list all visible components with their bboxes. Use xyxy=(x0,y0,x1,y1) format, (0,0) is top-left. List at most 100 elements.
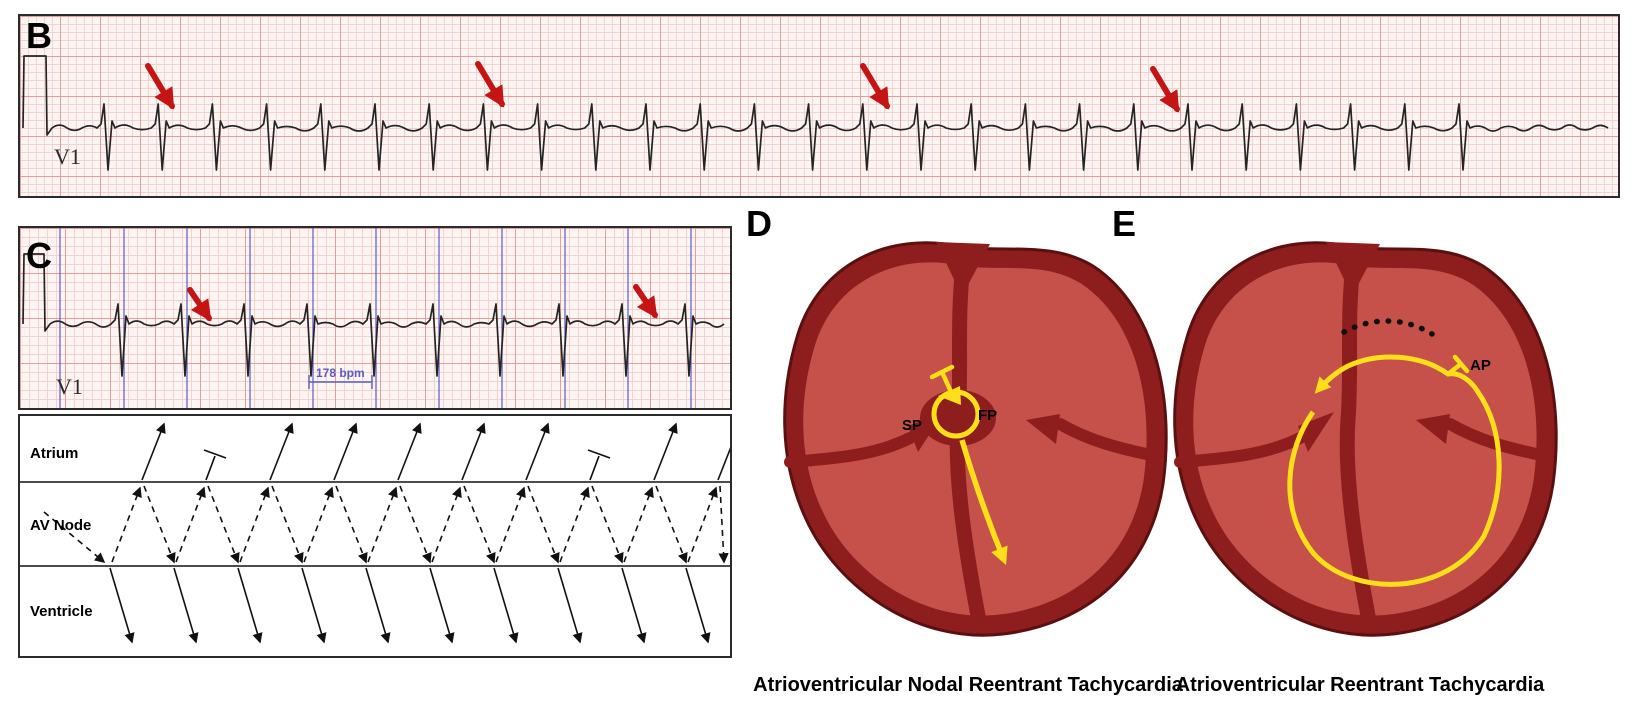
sp-label: SP xyxy=(902,417,922,434)
slow-pathway-dashed-arrow xyxy=(655,485,688,564)
slow-pathway-dashed-arrow xyxy=(43,511,106,564)
atrium-arrow xyxy=(653,422,678,481)
right-valve-wedge xyxy=(1416,414,1450,444)
ventricle-arrow xyxy=(429,567,455,644)
heart-diagram-avnrt: SP FP xyxy=(783,241,1168,637)
reentry-loop xyxy=(1287,354,1502,587)
heart-chambers xyxy=(1193,262,1537,616)
atrium-arrow xyxy=(525,422,550,481)
top-septal-notch xyxy=(936,242,990,296)
slow-pathway-dashed-arrow xyxy=(591,485,624,564)
caliper-lines xyxy=(59,228,692,408)
p-wave-arrow xyxy=(633,284,658,319)
panel-c-ecg-strip: 178 bpm V1 xyxy=(18,226,732,410)
row-label-ventricle: Ventricle xyxy=(30,603,93,620)
ecg-trace-path xyxy=(22,55,1609,171)
ventricle-arrow xyxy=(621,567,647,644)
row-label-atrium: Atrium xyxy=(30,445,78,462)
blocked-beat-bar xyxy=(203,449,227,459)
ecg-strip-c: 178 bpm V1 xyxy=(22,228,725,408)
accessory-pathway-block-bar xyxy=(1452,354,1470,374)
atrium-arrow xyxy=(333,422,358,481)
ecg-trace-c xyxy=(22,253,725,377)
panel-b-ecg-strip: V1 xyxy=(18,14,1620,198)
caption-avnrt: Atrioventricular Nodal Reentrant Tachyca… xyxy=(753,674,1183,696)
panel-letter-d: D xyxy=(746,203,772,244)
heart-diagram-avrt: AP xyxy=(1173,241,1558,637)
ventricle-arrow xyxy=(685,567,711,644)
atrium-arrow xyxy=(397,422,422,481)
left-av-wall xyxy=(1174,432,1306,468)
slow-pathway-dashed-arrow xyxy=(335,485,368,564)
blocked-beat-stem xyxy=(205,455,216,481)
left-av-wall xyxy=(784,432,916,468)
panel-letter-e: E xyxy=(1112,203,1137,244)
ecg-strip-b: V1 xyxy=(22,55,1609,171)
slow-pathway-dashed-arrow xyxy=(463,485,496,564)
bpm-label: 178 bpm xyxy=(316,366,365,380)
right-av-wall xyxy=(1444,418,1552,462)
p-wave-arrow xyxy=(145,63,175,110)
fast-pathway-dashed-arrow xyxy=(687,486,718,563)
ventricle-arrow xyxy=(173,567,199,644)
fast-pathway-block-bar xyxy=(929,364,955,380)
ventricle-arrow xyxy=(365,567,391,644)
slow-pathway-dashed-arrow xyxy=(143,485,176,564)
row-label-av-node: AV Node xyxy=(30,517,91,534)
left-valve-wedge xyxy=(1298,412,1334,452)
fast-pathway-dashed-arrow xyxy=(431,486,462,563)
fast-pathway-dashed-arrow xyxy=(239,486,270,563)
ladder-diagram: Atrium AV Node Ventricle xyxy=(18,414,732,658)
atrium-arrow xyxy=(461,422,486,481)
reentry-circle-arrowhead xyxy=(938,386,961,405)
conduction-arrows xyxy=(20,422,730,644)
fast-pathway-dashed-arrow xyxy=(175,486,206,563)
ecg-trace-path xyxy=(22,253,725,377)
fast-pathway-dashed-arrow xyxy=(495,486,526,563)
lead-label-b: V1 xyxy=(54,144,81,169)
avrt-reentry-circuit: AP xyxy=(1287,318,1502,587)
ventricle-arrow xyxy=(493,567,519,644)
p-wave-arrows-b xyxy=(145,61,1180,113)
fast-pathway-block-stem xyxy=(939,369,955,397)
p-wave-arrow xyxy=(860,63,890,110)
avnrt-reentry-circuit: SP FP xyxy=(902,364,1008,566)
ventricle-arrow xyxy=(109,567,135,644)
fast-pathway-dashed-arrow xyxy=(367,486,398,563)
ventricle-arrow xyxy=(301,567,327,644)
slow-pathway-dashed-arrow xyxy=(399,485,432,564)
fast-pathway-dashed-arrow xyxy=(623,486,654,563)
ventricle-arrow xyxy=(237,567,263,644)
blocked-beat-stem xyxy=(589,455,600,481)
slow-pathway-dashed-arrow xyxy=(271,485,304,564)
top-septal-notch xyxy=(1326,242,1380,296)
fast-pathway-dashed-arrow xyxy=(559,486,590,563)
ecg-trace-b xyxy=(22,55,1609,171)
atrium-arrow xyxy=(141,422,166,481)
accessory-pathway-block-stem xyxy=(1445,361,1464,377)
slow-pathway-arrow xyxy=(959,439,1008,566)
fast-pathway-dashed-arrow xyxy=(303,486,334,563)
fast-pathway-dashed-arrow xyxy=(111,486,142,563)
av-node-block-dotted-arc xyxy=(1341,318,1435,337)
fp-label: FP xyxy=(978,407,997,424)
blocked-beat-bar xyxy=(587,449,611,459)
slow-pathway-dashed-arrow xyxy=(207,485,240,564)
panel-letter-c: C xyxy=(26,235,52,276)
p-wave-arrow xyxy=(1150,66,1180,113)
interventricular-septum xyxy=(1339,248,1378,634)
p-wave-arrows-c xyxy=(187,284,658,322)
ap-label: AP xyxy=(1470,357,1491,374)
atrium-arrow xyxy=(269,422,294,481)
atrium-arrow xyxy=(717,447,730,481)
ladder-svg: Atrium AV Node Ventricle xyxy=(20,422,730,644)
panel-letter-b: B xyxy=(26,15,52,56)
p-wave-arrow xyxy=(475,61,505,108)
slow-pathway-dashed-arrow xyxy=(527,485,560,564)
right-valve-wedge xyxy=(1026,414,1060,444)
right-av-wall xyxy=(1054,418,1162,462)
p-wave-arrow xyxy=(187,287,212,322)
slow-pathway-dashed-arrow xyxy=(718,485,729,564)
lead-label-c: V1 xyxy=(56,374,83,399)
